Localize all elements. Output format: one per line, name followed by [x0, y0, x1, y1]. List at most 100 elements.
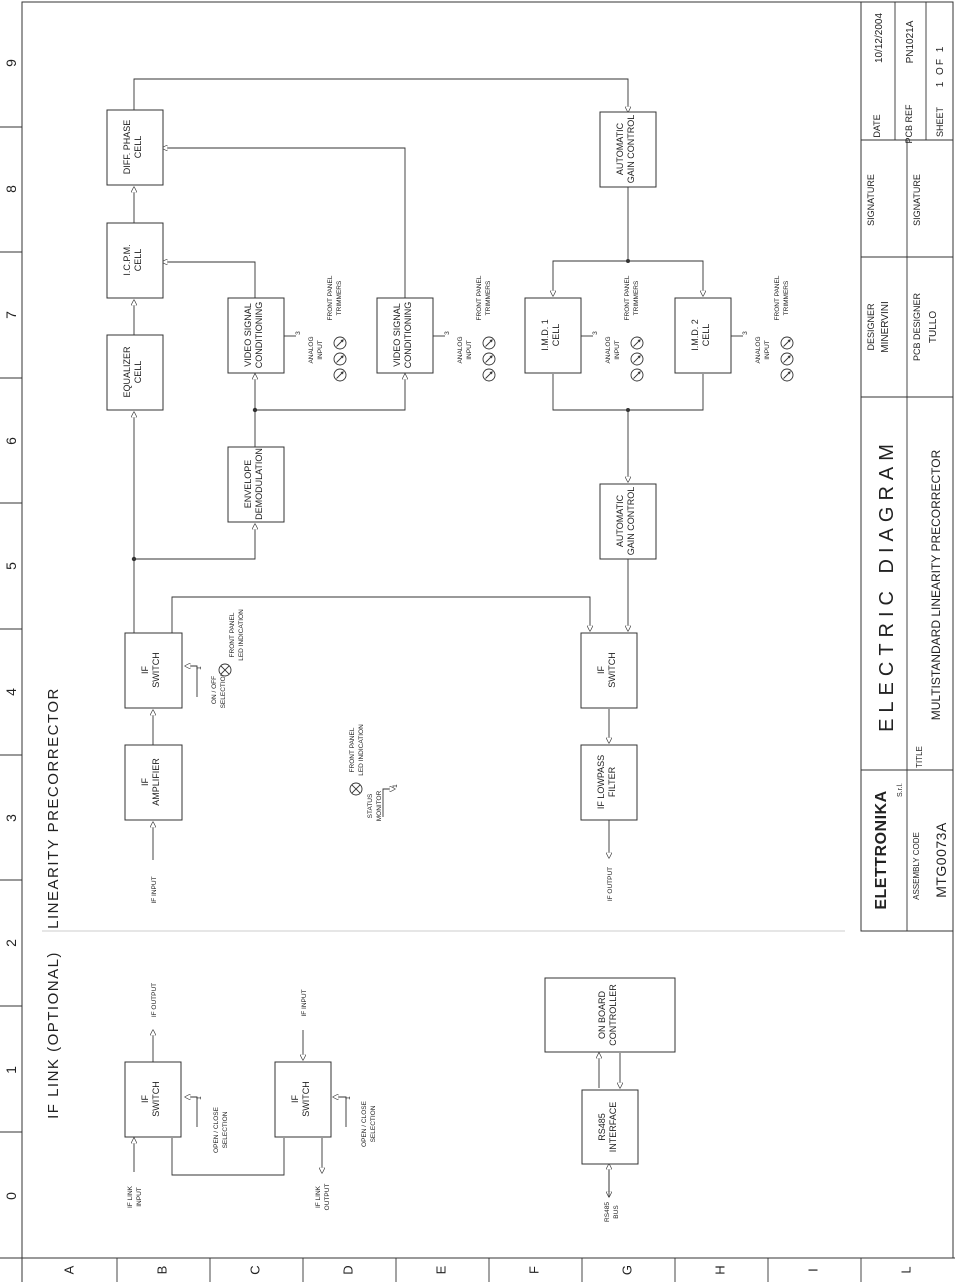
block-icpm-cell: I.C.P.M.CELL — [106, 222, 164, 299]
led-indicator-icon — [218, 663, 232, 677]
col-mark-7: 7 — [3, 311, 19, 319]
block-if-switch-output: IFSWITCH — [580, 632, 638, 709]
pcb-ref-value: PN1021A — [905, 20, 916, 63]
svg-text:ELETTRONIKA: ELETTRONIKA — [873, 790, 890, 909]
designer-name: MINERVINI — [880, 301, 891, 353]
svg-text:ENVELOPEDEMODULATION: ENVELOPEDEMODULATION — [243, 448, 264, 520]
row-mark-h: H — [712, 1265, 727, 1274]
svg-text:DIFF. PHASECELL: DIFF. PHASECELL — [122, 120, 143, 175]
row-mark-d: D — [340, 1265, 355, 1274]
row-ruler: A B C D E F G H I L — [61, 1258, 913, 1282]
company-logo: ELETTRONIKA S.r.l. — [873, 783, 904, 910]
trimmer-icon — [630, 352, 644, 366]
svg-text:S.r.l.: S.r.l. — [897, 783, 904, 797]
document-type: ELECTRIC DIAGRAM — [876, 438, 898, 732]
junction-dot — [626, 408, 630, 412]
svg-text:ON BOARDCONTROLLER: ON BOARDCONTROLLER — [597, 984, 618, 1046]
svg-text:I.M.D. 1CELL: I.M.D. 1CELL — [540, 319, 561, 351]
column-ruler: 0 1 2 3 4 5 6 7 8 9 — [0, 59, 22, 1200]
label-if-input: IF INPUT — [151, 876, 158, 903]
assembly-code-label: ASSEMBLY CODE — [912, 832, 921, 900]
signature-label-2: SIGNATURE — [912, 174, 922, 226]
trimmer-icon — [333, 336, 347, 350]
col-mark-0: 0 — [3, 1192, 19, 1200]
row-mark-l: L — [898, 1266, 913, 1273]
svg-text:RS485INTERFACE: RS485INTERFACE — [597, 1102, 618, 1153]
label-link-if-input: IF INPUT — [301, 989, 308, 1016]
label-link2-n1: 1 — [345, 1096, 352, 1100]
row-mark-f: F — [526, 1266, 541, 1274]
trimmer-icon — [482, 336, 496, 350]
trimmer-icon — [780, 368, 794, 382]
svg-text:IFSWITCH: IFSWITCH — [290, 1081, 311, 1117]
svg-text:AUTOMATICGAIN CONTROL: AUTOMATICGAIN CONTROL — [615, 115, 636, 184]
col-mark-6: 6 — [3, 437, 19, 445]
row-mark-b: B — [154, 1266, 169, 1275]
row-mark-c: C — [247, 1265, 262, 1274]
svg-text:IFSWITCH: IFSWITCH — [140, 652, 161, 688]
block-video-conditioning-1: VIDEO SIGNALCONDITIONING — [227, 297, 285, 374]
label-link-if-output: IF OUTPUT — [151, 983, 158, 1017]
row-mark-i: I — [805, 1268, 820, 1272]
block-if-lowpass-filter: IF LOWPASSFILTER — [580, 744, 638, 821]
trimmer-icon — [333, 368, 347, 382]
signal-wires — [134, 78, 703, 1197]
svg-text:VIDEO SIGNALCONDITIONING: VIDEO SIGNALCONDITIONING — [243, 302, 264, 369]
svg-text:3: 3 — [592, 331, 599, 335]
date-value: 10/12/2004 — [874, 13, 885, 63]
label-switch-n1: 1 — [196, 666, 203, 670]
svg-text:I.C.P.M.CELL: I.C.P.M.CELL — [122, 244, 143, 275]
col-mark-1: 1 — [3, 1066, 19, 1074]
col-mark-8: 8 — [3, 185, 19, 193]
junction-dot — [131, 556, 137, 562]
block-agc-mid: AUTOMATICGAIN CONTROL — [599, 483, 657, 560]
block-agc-top: AUTOMATICGAIN CONTROL — [599, 111, 657, 188]
svg-text:AUTOMATICGAIN CONTROL: AUTOMATICGAIN CONTROL — [615, 487, 636, 556]
designer-label: DESIGNER — [866, 303, 876, 351]
svg-text:I.M.D. 2CELL: I.M.D. 2CELL — [690, 319, 711, 351]
svg-text:IF LOWPASSFILTER: IF LOWPASSFILTER — [596, 755, 617, 809]
block-imd2-cell: I.M.D. 2CELL — [674, 297, 732, 374]
pcb-designer-label: PCB DESIGNER — [912, 292, 922, 361]
junction-dot — [626, 259, 630, 263]
row-mark-a: A — [61, 1265, 76, 1274]
sheet-label: SHEET — [935, 106, 945, 137]
pcb-designer-name: TULLO — [928, 311, 939, 343]
label-link1-n1: 1 — [196, 1096, 203, 1100]
block-diff-phase-cell: DIFF. PHASECELL — [106, 109, 164, 186]
block-if-switch-main: IFSWITCH — [124, 632, 183, 709]
trimmer-icon — [333, 352, 347, 366]
block-envelope-demodulation: ENVELOPEDEMODULATION — [227, 446, 285, 523]
signature-label: SIGNATURE — [866, 174, 876, 226]
date-label: DATE — [872, 114, 882, 137]
block-video-conditioning-2: VIDEO SIGNALCONDITIONING — [376, 297, 434, 374]
trimmer-icon — [780, 336, 794, 350]
block-on-board-controller: ON BOARDCONTROLLER — [544, 977, 676, 1053]
row-mark-g: G — [619, 1265, 634, 1275]
svg-text:IFAMPLIFIER: IFAMPLIFIER — [140, 758, 161, 806]
section-title-if-link: IF LINK (OPTIONAL) — [45, 951, 62, 1119]
col-mark-3: 3 — [3, 814, 19, 822]
assembly-code: MTG0073A — [933, 822, 949, 898]
trimmer-icon — [482, 352, 496, 366]
title-block: ELETTRONIKA S.r.l. ASSEMBLY CODE MTG0073… — [860, 1, 954, 932]
block-link-if-switch-2: IFSWITCH — [274, 1061, 332, 1138]
label-status-n1: 1 — [392, 784, 399, 788]
drawing-title: MULTISTANDARD LINEARITY PRECORRECTOR — [929, 449, 943, 720]
